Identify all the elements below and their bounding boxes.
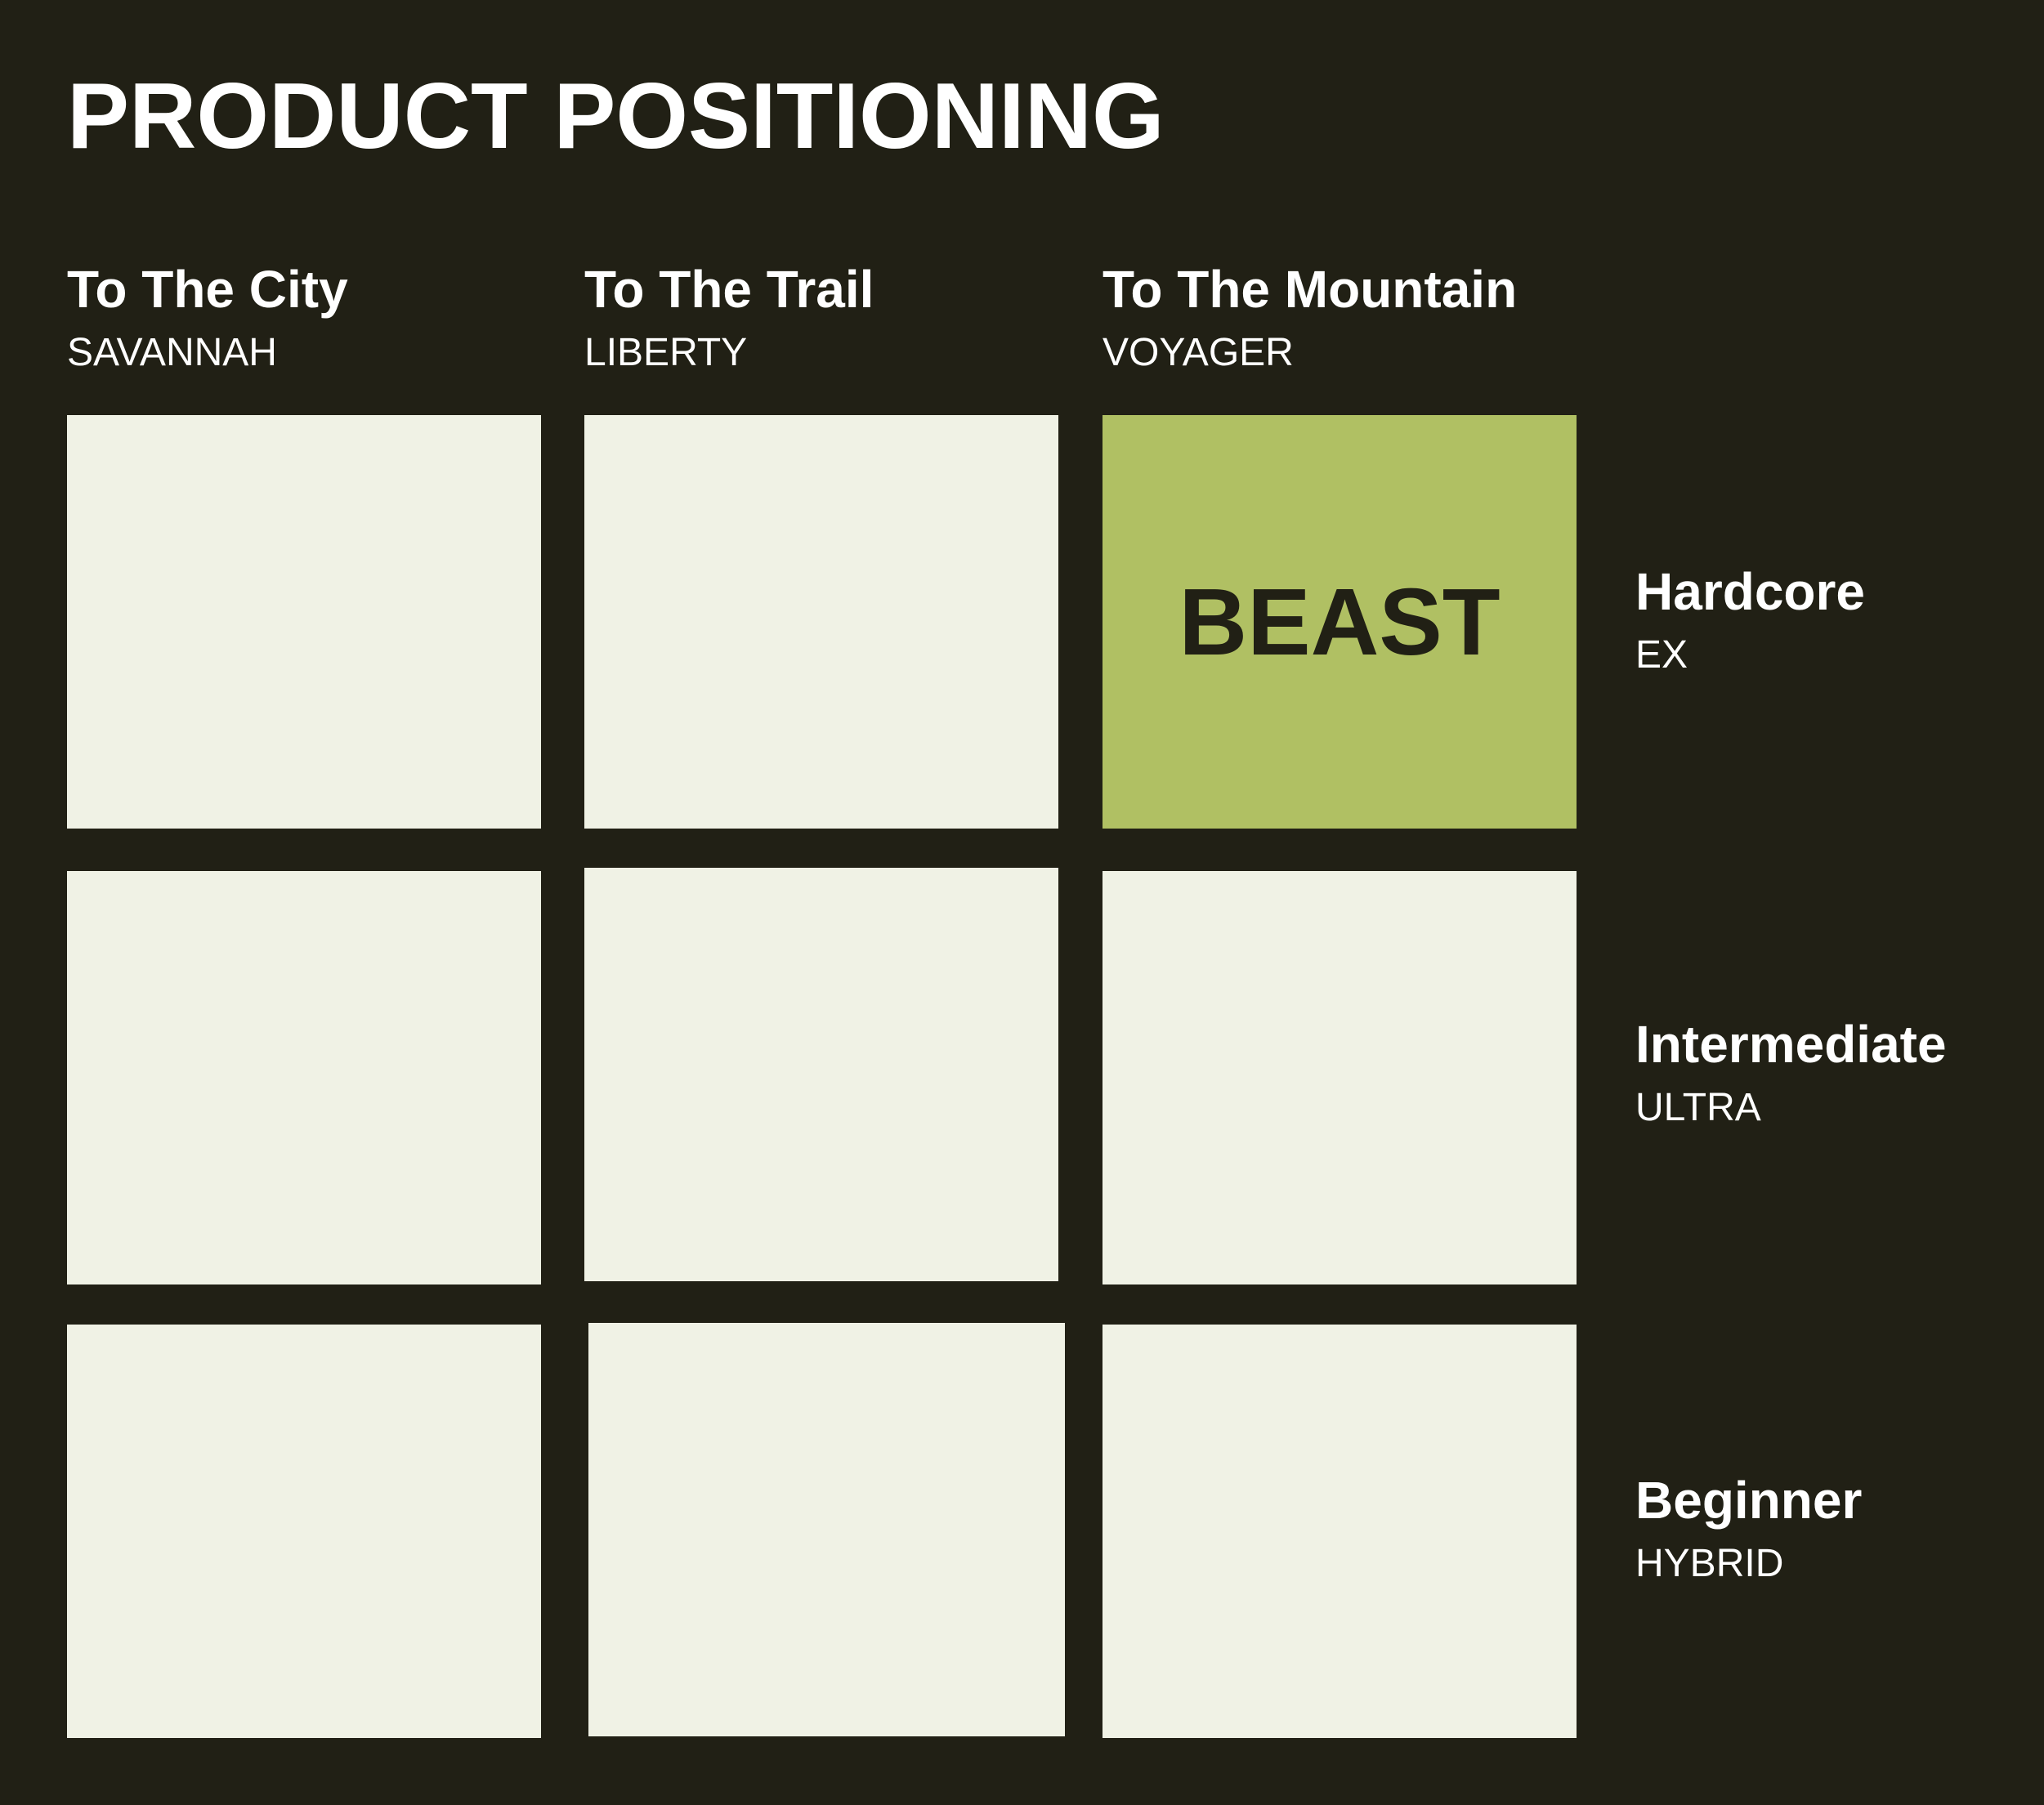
column-name: To The Mountain <box>1103 260 1518 319</box>
row-header-intermediate: Intermediate ULTRA <box>1635 1018 1947 1128</box>
column-product: SAVANNAH <box>67 331 277 374</box>
column-product: VOYAGER <box>1103 331 1294 374</box>
grid-cell-city-beginner <box>67 1325 541 1738</box>
column-header-mountain: To The Mountain VOYAGER <box>1103 263 1517 373</box>
cell-label-beast: BEAST <box>1179 569 1501 675</box>
grid-cell-mountain-beginner <box>1103 1325 1577 1738</box>
grid-cell-city-intermediate <box>67 871 541 1284</box>
grid-cell-trail-intermediate <box>584 868 1058 1281</box>
row-product: EX <box>1635 633 1688 677</box>
row-name: Hardcore <box>1635 562 1865 621</box>
grid-cell-mountain-intermediate <box>1103 871 1577 1284</box>
grid-cell-trail-beginner <box>588 1323 1065 1736</box>
column-product: LIBERTY <box>584 331 748 374</box>
row-product: ULTRA <box>1635 1086 1761 1129</box>
column-name: To The Trail <box>584 260 874 319</box>
column-header-city: To The City SAVANNAH <box>67 263 348 373</box>
row-header-hardcore: Hardcore EX <box>1635 565 1865 675</box>
row-product: HYBRID <box>1635 1542 1784 1585</box>
grid-cell-trail-hardcore <box>584 415 1058 829</box>
row-name: Beginner <box>1635 1471 1863 1530</box>
grid-cell-city-hardcore <box>67 415 541 829</box>
column-header-trail: To The Trail LIBERTY <box>584 263 874 373</box>
column-name: To The City <box>67 260 348 319</box>
page-title: PRODUCT POSITIONING <box>67 65 1165 168</box>
row-header-beginner: Beginner HYBRID <box>1635 1474 1862 1584</box>
row-name: Intermediate <box>1635 1015 1947 1074</box>
grid-cell-mountain-hardcore: BEAST <box>1103 415 1577 829</box>
